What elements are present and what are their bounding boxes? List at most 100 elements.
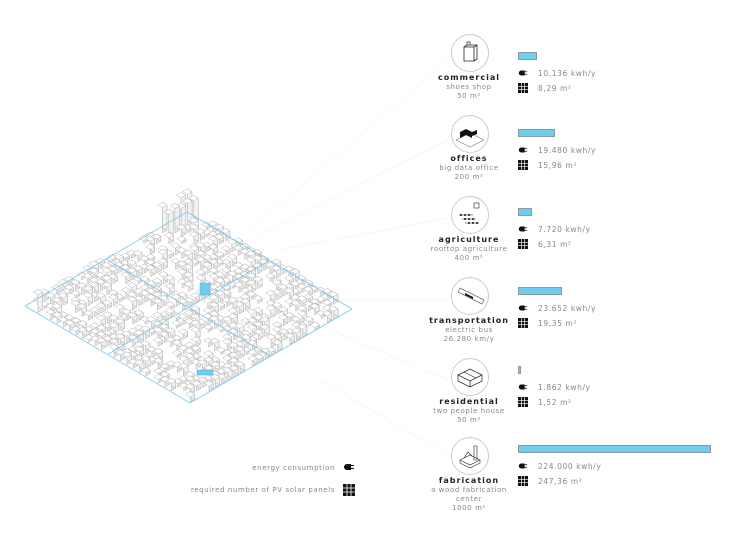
building [208, 258, 219, 265]
building [246, 317, 257, 324]
building [266, 334, 277, 340]
building [145, 259, 156, 265]
building [165, 327, 176, 334]
building [284, 332, 295, 339]
buildings [32, 188, 339, 403]
building [195, 228, 206, 235]
energy-value: 10.136 kwh/y [538, 68, 597, 78]
building [233, 273, 244, 280]
building [164, 274, 175, 281]
category-name: residential [439, 397, 499, 406]
building [64, 314, 75, 321]
building [246, 266, 257, 273]
leader-line [249, 59, 449, 231]
building [189, 292, 200, 299]
building [133, 309, 144, 316]
building [291, 321, 301, 328]
panels-value: 6,31 m² [538, 239, 572, 249]
building [163, 208, 174, 215]
building [95, 258, 106, 264]
building [82, 264, 93, 271]
building [195, 274, 206, 281]
building [108, 294, 119, 300]
building [57, 292, 68, 299]
building [220, 245, 231, 252]
building [165, 307, 175, 314]
energy-stat: 7.720 kwh/y [518, 224, 591, 234]
building [126, 259, 137, 266]
building [191, 380, 202, 387]
building [183, 309, 194, 316]
building [215, 290, 226, 297]
panels-stat: 8,29 m² [518, 83, 572, 93]
energy-value: 19.480 kwh/y [538, 145, 597, 155]
building [157, 202, 168, 208]
building [70, 300, 81, 306]
building [201, 254, 212, 261]
building [195, 250, 206, 256]
building [127, 291, 137, 298]
category-name: fabrication [438, 476, 500, 485]
building [239, 263, 250, 270]
building [177, 313, 188, 320]
building [215, 346, 226, 353]
building [207, 220, 218, 227]
building [222, 355, 233, 362]
category-subtitle-line: center [455, 495, 483, 503]
building [277, 283, 288, 290]
building [222, 362, 233, 369]
building [120, 271, 131, 278]
building [208, 267, 219, 274]
building [77, 320, 88, 327]
building [197, 376, 208, 383]
energy-stat: 224.000 kwh/y [518, 461, 601, 471]
building [296, 283, 307, 290]
building [171, 320, 182, 326]
building [214, 223, 224, 230]
panels-value: 247,36 m² [538, 476, 583, 486]
building [89, 328, 100, 335]
building [177, 278, 188, 285]
building [222, 349, 233, 356]
building [108, 314, 119, 321]
building [221, 325, 232, 332]
building [157, 249, 168, 255]
building [145, 287, 156, 294]
building [108, 289, 119, 296]
building [83, 310, 94, 316]
server-building-icon [451, 115, 489, 153]
building [202, 297, 213, 304]
leader-line [329, 329, 449, 381]
category-name: agriculture [438, 235, 500, 244]
panels-stat: 1,52 m² [518, 397, 572, 407]
building [190, 345, 201, 352]
building [120, 287, 131, 293]
building [190, 305, 201, 312]
building [272, 321, 283, 328]
building [95, 271, 106, 278]
building [77, 303, 87, 310]
building [159, 323, 169, 330]
building [132, 250, 143, 256]
building [171, 349, 182, 356]
building [239, 248, 250, 255]
panels-value: 8,29 m² [538, 83, 572, 93]
building [120, 264, 131, 271]
building [302, 279, 313, 286]
building [259, 316, 270, 323]
building [51, 303, 62, 309]
building [101, 275, 112, 281]
building [309, 321, 320, 328]
building [240, 287, 251, 294]
building [234, 322, 245, 329]
building [146, 294, 156, 300]
building [89, 306, 100, 313]
building [153, 348, 164, 355]
plug-icon [518, 70, 528, 76]
